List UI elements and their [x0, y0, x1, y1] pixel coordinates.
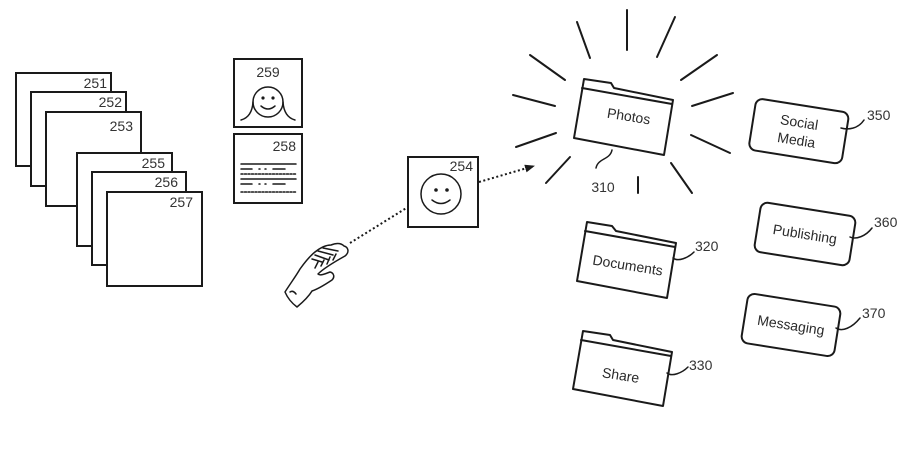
text-lines-icon	[240, 163, 297, 193]
leader-line	[595, 149, 613, 169]
drag-arrow	[478, 164, 535, 183]
smiley-face-with-hair-icon	[240, 86, 296, 121]
leader-line	[666, 366, 689, 376]
folder-ref-label: 330	[689, 357, 713, 373]
folder-share[interactable]: Share 330	[572, 330, 713, 407]
leader-line	[840, 119, 865, 130]
folder-label: Documents	[592, 252, 664, 279]
target-label: Publishing	[772, 221, 838, 247]
card-ref-label: 256	[155, 174, 179, 190]
folder-photos[interactable]: Photos 310	[573, 78, 674, 195]
dragged-item-254[interactable]: 254	[407, 156, 479, 228]
thumbnail-259[interactable]: 259	[233, 58, 303, 128]
card-ref-label: 253	[110, 118, 134, 134]
leader-line	[849, 227, 873, 239]
target-ref-label: 360	[874, 214, 898, 230]
leader-line	[672, 251, 695, 261]
card-ref-label: 255	[142, 155, 166, 171]
folder-documents[interactable]: Documents 320	[576, 221, 719, 299]
target-ref-label: 350	[867, 107, 891, 123]
hand-icon[interactable]	[284, 242, 349, 308]
folder-ref-label: 320	[695, 238, 719, 254]
target-label: Messaging	[756, 312, 825, 338]
highlight-rays	[512, 9, 734, 194]
target-publishing[interactable]: Publishing 360	[753, 201, 898, 267]
leader-line	[835, 317, 861, 331]
folder-label: Share	[601, 364, 641, 386]
target-ref-label: 370	[862, 305, 886, 321]
thumbnail-ref-label: 259	[256, 64, 280, 80]
dragged-item-ref-label: 254	[450, 158, 474, 174]
card-ref-label: 251	[84, 75, 108, 91]
card-ref-label: 257	[170, 194, 194, 210]
thumbnail-258[interactable]: 258	[233, 133, 303, 204]
target-label: Social	[779, 111, 819, 133]
card-257[interactable]: 257	[106, 191, 203, 287]
thumbnail-ref-label: 258	[273, 138, 297, 154]
target-social-media[interactable]: Social Media 350	[748, 98, 891, 165]
folder-label: Photos	[606, 105, 652, 128]
target-label: Media	[776, 129, 816, 151]
card-ref-label: 252	[99, 94, 123, 110]
folder-ref-label: 310	[591, 179, 615, 195]
smiley-face-icon	[420, 173, 462, 215]
card-stack: 251 252 253 255 256 257	[15, 72, 203, 287]
drag-path	[349, 206, 409, 244]
target-messaging[interactable]: Messaging 370	[740, 292, 886, 358]
